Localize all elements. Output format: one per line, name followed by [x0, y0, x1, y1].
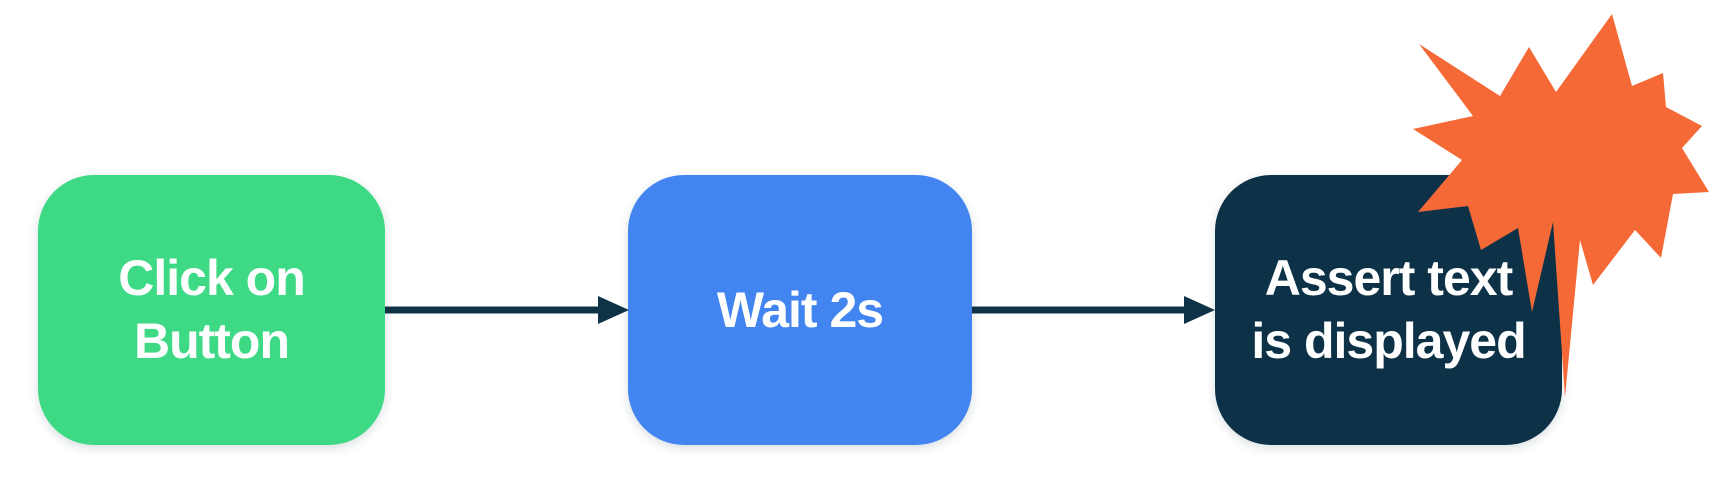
- step-label: Click on Button: [118, 247, 305, 373]
- arrow-head-icon: [598, 296, 629, 324]
- step-label: Wait 2s: [716, 279, 884, 342]
- step-label: Assert text is displayed: [1251, 247, 1526, 373]
- arrow-connector: [385, 296, 629, 324]
- step-label-line: Button: [133, 313, 290, 369]
- step-node-wait-2s: Wait 2s: [628, 175, 972, 445]
- arrow-connector: [972, 296, 1215, 324]
- step-label-line: is displayed: [1251, 313, 1526, 369]
- step-node-click-on-button: Click on Button: [38, 175, 385, 445]
- arrow-head-icon: [1184, 296, 1215, 324]
- step-label-line: Wait 2s: [716, 281, 884, 338]
- step-label-line: Click on: [118, 250, 305, 306]
- step-label-line: Assert text: [1264, 250, 1513, 306]
- step-node-assert-text: Assert text is displayed: [1215, 175, 1562, 445]
